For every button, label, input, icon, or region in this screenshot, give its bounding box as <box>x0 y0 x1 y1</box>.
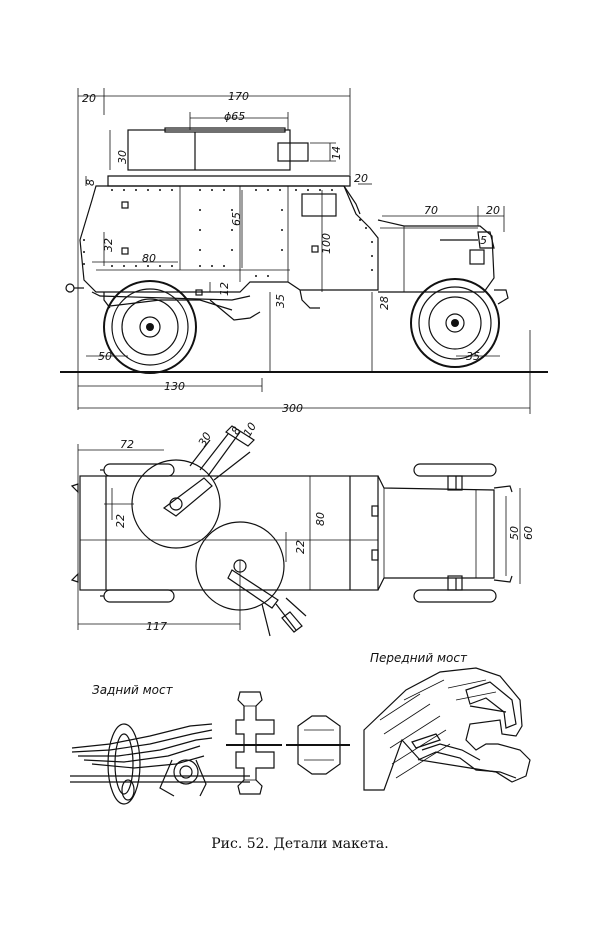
dim-label: 35 <box>274 294 287 308</box>
dim-label: 65 <box>230 212 243 226</box>
dim-label: 130 <box>164 380 185 393</box>
dim-label: 72 <box>120 438 134 451</box>
side-view <box>60 88 548 414</box>
dim-label: 80 <box>314 512 327 526</box>
dim-label: 50 <box>508 526 521 540</box>
rear-axle-label: Задний мост <box>92 683 174 697</box>
dim-label: 117 <box>146 620 167 633</box>
front-axle-detail <box>363 667 531 791</box>
dim-label: 170 <box>228 90 249 103</box>
dim-label: 32 <box>102 238 115 252</box>
dim-label: 20 <box>354 172 368 185</box>
dim-label: 80 <box>142 252 156 265</box>
dim-label: ϕ65 <box>224 110 245 123</box>
dim-label: 35 <box>466 350 480 363</box>
dim-label: 60 <box>522 526 535 540</box>
dim-label: 22 <box>114 514 127 528</box>
figure-caption: Рис. 52. Детали макета. <box>211 836 389 852</box>
lower-turret <box>195 521 307 637</box>
top-view <box>70 425 521 637</box>
dim-label: 30 <box>196 430 214 449</box>
dim-label: 22 <box>294 540 307 554</box>
dim-label: 12 <box>218 282 231 296</box>
dim-label: 100 <box>320 233 333 254</box>
dim-label: 5 <box>480 234 487 247</box>
rear-axle-detail <box>70 723 250 805</box>
dim-label: 20 <box>82 92 96 105</box>
dim-label: 14 <box>330 146 343 160</box>
dim-label: 10 <box>241 420 259 439</box>
rear-wheel <box>103 280 197 374</box>
dim-label: 300 <box>282 402 303 415</box>
dim-label: 50 <box>98 350 112 363</box>
axle-section-detail <box>226 691 350 795</box>
upper-turret <box>104 425 255 549</box>
dim-label: 30 <box>116 150 129 164</box>
front-axle-label: Передний мост <box>370 651 468 665</box>
dim-label: 8 <box>84 179 97 186</box>
dim-label: 28 <box>378 296 391 310</box>
front-wheel <box>410 278 500 368</box>
dim-label: 70 <box>424 204 438 217</box>
dim-label: 20 <box>486 204 500 217</box>
